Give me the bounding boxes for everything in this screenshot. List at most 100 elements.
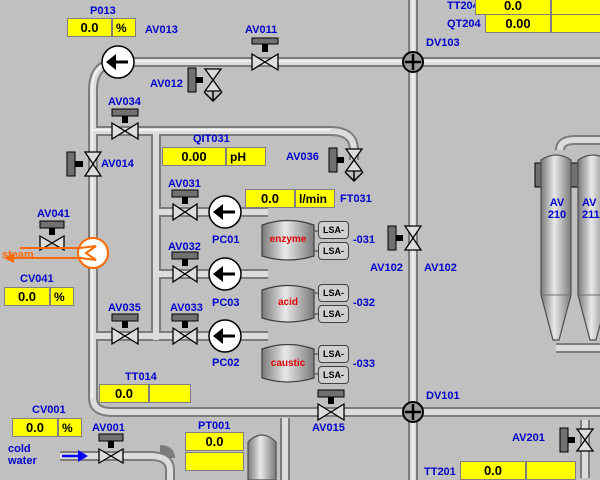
cold-water-arrow bbox=[62, 450, 88, 462]
p013-display[interactable]: 0.0 % bbox=[67, 18, 136, 37]
lsa-enzyme-low[interactable]: LSA- bbox=[318, 242, 349, 260]
pc01-label: PC01 bbox=[212, 234, 240, 246]
av041-valve[interactable] bbox=[39, 220, 65, 252]
pt001-tag: PT001 bbox=[198, 420, 231, 432]
heat-exchanger[interactable] bbox=[77, 237, 109, 269]
av013-label: AV013 bbox=[145, 24, 178, 36]
qt204-value: 0.00 bbox=[485, 14, 551, 33]
p013-value: 0.0 bbox=[67, 18, 112, 37]
av014-label: AV014 bbox=[101, 158, 134, 170]
cv041-tag: CV041 bbox=[20, 273, 54, 285]
tt201-tag: TT201 bbox=[424, 466, 456, 478]
pt001-tank[interactable] bbox=[247, 434, 277, 480]
av102-right-label: AV102 bbox=[424, 262, 457, 274]
av011-label: AV011 bbox=[245, 24, 278, 36]
pt001-value: 0.0 bbox=[185, 432, 244, 451]
dv103-junction[interactable] bbox=[402, 51, 424, 73]
av102-valve[interactable] bbox=[387, 225, 423, 251]
enzyme-suffix: -031 bbox=[353, 234, 376, 246]
av032-label: AV032 bbox=[168, 241, 201, 253]
pt001-extra bbox=[185, 452, 244, 471]
cv041-unit: % bbox=[50, 287, 74, 306]
tt014-display[interactable]: 0.0 bbox=[99, 384, 191, 403]
qt204-extra bbox=[551, 14, 600, 33]
pt001-display[interactable]: 0.0 bbox=[185, 432, 244, 451]
tt204-display[interactable]: 0.0 bbox=[475, 0, 600, 15]
av034-label: AV034 bbox=[108, 96, 141, 108]
lsa-connectors bbox=[314, 230, 318, 375]
pc02-pump[interactable] bbox=[208, 319, 242, 353]
steam-label: steam bbox=[2, 249, 34, 261]
cv001-unit: % bbox=[58, 418, 82, 437]
pipe-network bbox=[60, 0, 600, 480]
av201-label: AV201 bbox=[512, 432, 545, 444]
cv041-value: 0.0 bbox=[4, 287, 50, 306]
av035-label: AV035 bbox=[108, 302, 141, 314]
pc03-pump[interactable] bbox=[208, 257, 242, 291]
acid-label: acid bbox=[277, 297, 298, 308]
lsa-caustic-high[interactable]: LSA- bbox=[318, 345, 349, 363]
av013-pump[interactable] bbox=[101, 45, 135, 79]
av102-left-label: AV102 bbox=[370, 262, 403, 274]
tank-210[interactable] bbox=[540, 154, 572, 341]
tt204-tag: TT204 bbox=[447, 0, 479, 12]
av210-label: AV 210 bbox=[547, 197, 567, 221]
cv041-display[interactable]: 0.0 % bbox=[4, 287, 74, 306]
lsa-caustic-low[interactable]: LSA- bbox=[318, 366, 349, 384]
cv001-display[interactable]: 0.0 % bbox=[12, 418, 82, 437]
av001-label: AV001 bbox=[92, 422, 125, 434]
caustic-label: caustic bbox=[270, 358, 306, 369]
tt204-extra bbox=[551, 0, 600, 15]
av012-valve[interactable] bbox=[187, 67, 223, 103]
lsa-enzyme-high[interactable]: LSA- bbox=[318, 221, 349, 239]
enzyme-label: enzyme bbox=[269, 234, 307, 245]
av032-valve[interactable] bbox=[171, 251, 199, 284]
av012-label: AV012 bbox=[150, 78, 183, 90]
av001-valve[interactable] bbox=[98, 433, 124, 465]
av036-valve[interactable] bbox=[328, 147, 364, 183]
av031-label: AV031 bbox=[168, 178, 201, 190]
steam-line bbox=[4, 247, 80, 263]
tt201-extra bbox=[526, 461, 576, 480]
cv001-value: 0.0 bbox=[12, 418, 58, 437]
acid-suffix: -032 bbox=[353, 297, 376, 309]
tt201-display[interactable]: 0.0 bbox=[460, 461, 576, 480]
cold-water-label: cold water bbox=[8, 443, 37, 467]
qit031-value: 0.00 bbox=[162, 147, 226, 166]
qit031-tag: QIT031 bbox=[193, 133, 230, 145]
av014-valve[interactable] bbox=[66, 151, 103, 177]
av031-valve[interactable] bbox=[171, 189, 199, 222]
av035-valve[interactable] bbox=[111, 313, 139, 346]
dv101-junction[interactable] bbox=[402, 401, 424, 423]
lsa-acid-high[interactable]: LSA- bbox=[318, 284, 349, 302]
tt014-extra bbox=[149, 384, 191, 403]
dv103-label: DV103 bbox=[426, 37, 460, 49]
av033-valve[interactable] bbox=[171, 313, 199, 346]
ft031-unit: l/min bbox=[295, 189, 335, 208]
ft031-value: 0.0 bbox=[245, 189, 295, 208]
cv001-tag: CV001 bbox=[32, 404, 66, 416]
lsa-acid-low[interactable]: LSA- bbox=[318, 305, 349, 323]
tt014-value: 0.0 bbox=[99, 384, 149, 403]
av015-label: AV015 bbox=[312, 422, 345, 434]
pc03-label: PC03 bbox=[212, 297, 240, 309]
qt204-tag: QT204 bbox=[447, 18, 481, 30]
tank-211[interactable] bbox=[577, 154, 600, 341]
av034-valve[interactable] bbox=[111, 108, 139, 141]
qit031-display[interactable]: 0.00 pH bbox=[162, 147, 266, 166]
av015-valve[interactable] bbox=[317, 389, 345, 422]
ft031-display[interactable]: 0.0 l/min bbox=[245, 189, 335, 208]
pt001-display-extra[interactable] bbox=[185, 452, 244, 471]
av211-label: AV 211 bbox=[582, 197, 600, 221]
qt204-display[interactable]: 0.00 bbox=[485, 14, 600, 33]
pc02-label: PC02 bbox=[212, 357, 240, 369]
pc01-pump[interactable] bbox=[208, 195, 242, 229]
av036-label: AV036 bbox=[286, 151, 319, 163]
caustic-tank[interactable] bbox=[261, 343, 315, 383]
av201-valve[interactable] bbox=[559, 427, 595, 453]
enzyme-tank[interactable] bbox=[261, 219, 315, 261]
acid-tank[interactable] bbox=[261, 284, 315, 323]
av011-valve[interactable] bbox=[251, 37, 279, 72]
